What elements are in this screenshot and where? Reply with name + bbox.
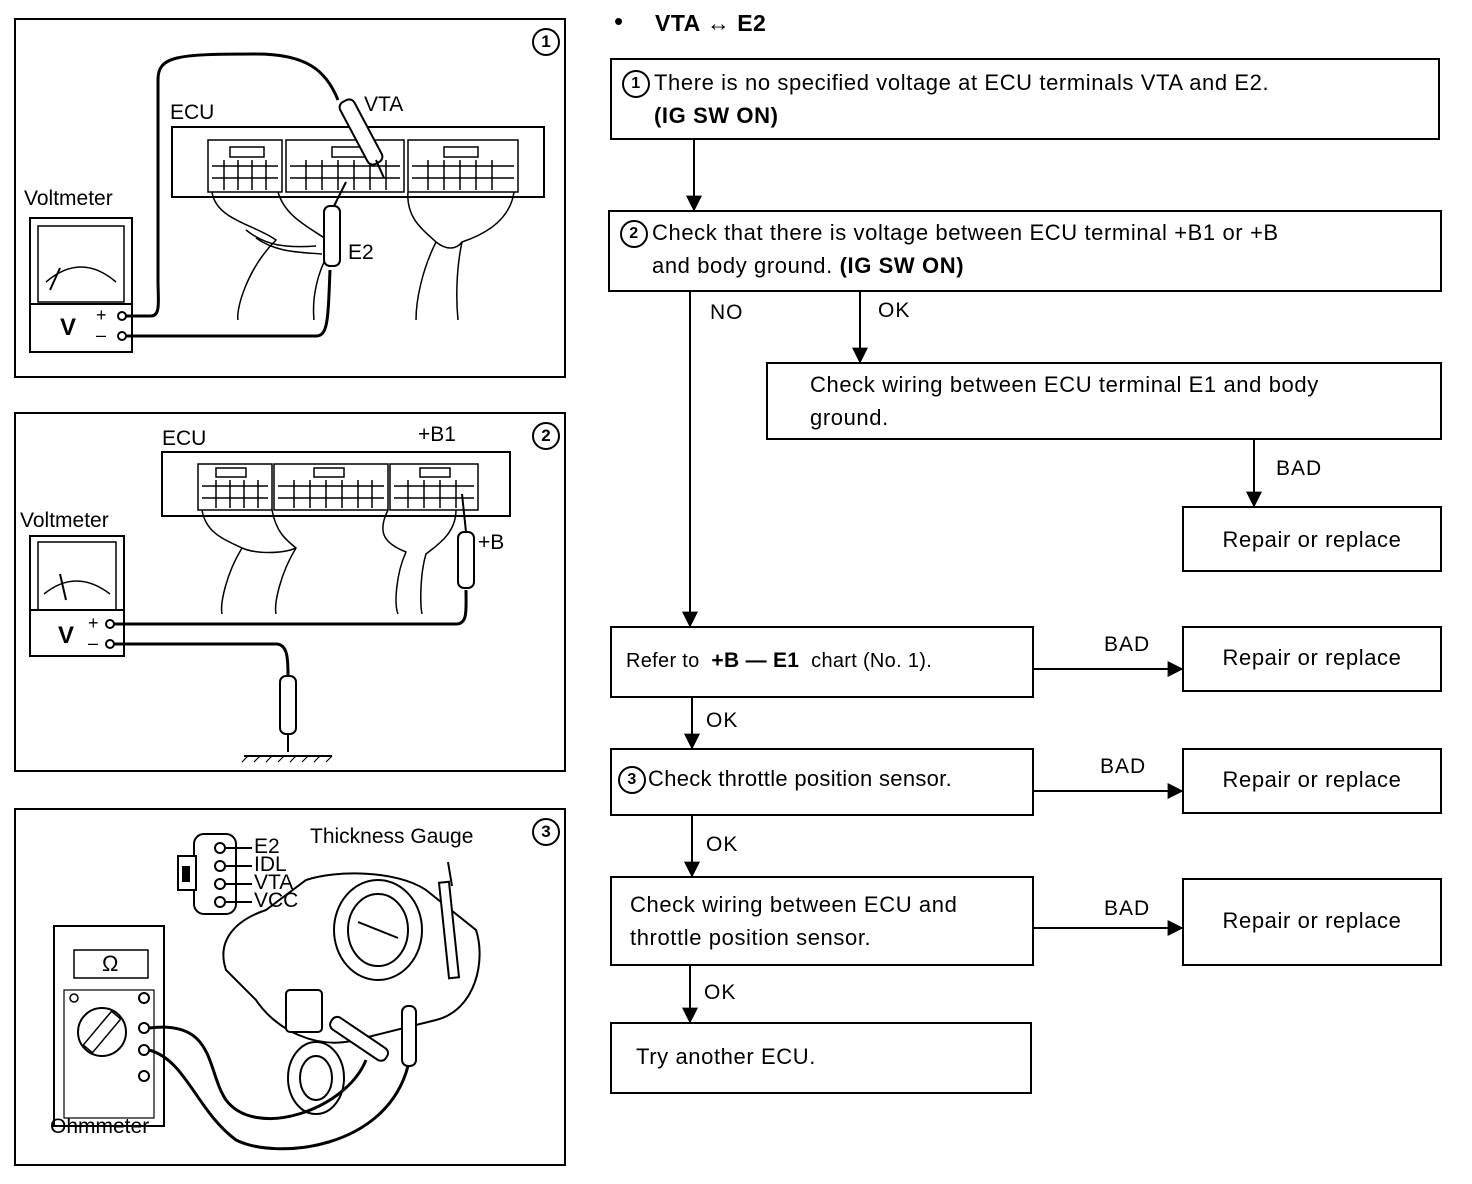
panel-throttle-sensor-ohmmeter: 3 E2 IDL VTA VCC Thickness Gauge Ω Ohmme… — [14, 808, 566, 1166]
step-2-condition: (IG SW ON) — [839, 253, 965, 278]
voltmeter-plus-terminal-label: + — [96, 305, 107, 325]
thickness-gauge-label: Thickness Gauge — [310, 825, 474, 848]
throttle-sensor-illustration — [53, 833, 481, 1151]
step-1-text: There is no specified voltage at ECU ter… — [654, 70, 1270, 95]
repair-text: Repair or replace — [1222, 527, 1402, 552]
no-label: NO — [710, 301, 744, 324]
bad-label-4: BAD — [1104, 897, 1151, 920]
check-wiring-tps-text: Check wiring between ECU and — [630, 892, 958, 917]
idl-pin-label: IDL — [254, 853, 287, 876]
repair-box-3: Repair or replace — [1182, 748, 1442, 814]
refer-prefix: Refer to — [626, 650, 700, 672]
page-title: VTA ↔ E2 — [655, 10, 767, 36]
repair-text: Repair or replace — [1222, 908, 1402, 933]
panel-1-number-badge: 1 — [532, 28, 560, 56]
ok-label-1: OK — [878, 299, 911, 322]
ohmmeter-omega-label: Ω — [102, 951, 119, 976]
ohmmeter-label: Ohmmeter — [50, 1115, 150, 1138]
voltmeter-label: Voltmeter — [24, 187, 113, 210]
panel-b1-voltage: 2 ECU +B1 +B Voltmeter V + – — [14, 412, 566, 772]
e2-label: E2 — [348, 241, 374, 264]
check-wiring-tps-box: Check wiring between ECU and throttle po… — [610, 876, 1034, 966]
vcc-pin-label: VCC — [254, 889, 299, 912]
try-another-ecu-text: Try another ECU. — [636, 1044, 816, 1069]
voltmeter-minus-terminal-label: – — [96, 325, 107, 345]
repair-box-1: Repair or replace — [1182, 506, 1442, 572]
step-2-text: Check that there is voltage between ECU … — [652, 220, 1279, 245]
header-bullet: • — [614, 6, 624, 36]
repair-text: Repair or replace — [1222, 767, 1402, 792]
step-1-badge: 1 — [622, 70, 650, 99]
ecu-label: ECU — [162, 427, 207, 450]
vta-pin-label: VTA — [254, 871, 294, 894]
ok-label-4: OK — [704, 981, 737, 1004]
voltmeter-plus-terminal-label: + — [88, 613, 99, 633]
bad-label-2: BAD — [1104, 633, 1151, 656]
voltmeter-minus-terminal-label: – — [88, 633, 99, 653]
repair-box-4: Repair or replace — [1182, 878, 1442, 966]
refer-chart-name: +B — E1 — [711, 649, 800, 672]
step-3-badge: 3 — [618, 766, 646, 795]
bad-label-1: BAD — [1276, 457, 1323, 480]
voltage-wiring-illustration-2 — [29, 451, 511, 763]
step-2-badge: 2 — [620, 220, 648, 249]
panel-2-number-badge: 2 — [532, 422, 560, 450]
panel-vta-e2-voltage: 1 ECU VTA E2 Voltmeter V + – — [14, 18, 566, 378]
repair-box-2: Repair or replace — [1182, 626, 1442, 692]
b1-terminal-label: +B1 — [418, 423, 456, 446]
voltmeter-v-label: V — [60, 314, 77, 341]
step-1-condition: (IG SW ON) — [654, 103, 779, 128]
check-wiring-tps-text-line2: throttle position sensor. — [630, 925, 872, 950]
check-wiring-e1-box: Check wiring between ECU terminal E1 and… — [766, 362, 1442, 440]
step-2-text-line2: and body ground. — [652, 253, 833, 278]
step-3-text: Check throttle position sensor. — [648, 766, 953, 791]
voltmeter-v-label: V — [58, 622, 75, 649]
e2-pin-label: E2 — [254, 835, 280, 858]
ok-label-2: OK — [706, 709, 739, 732]
repair-text: Repair or replace — [1222, 645, 1402, 670]
ok-label-3: OK — [706, 833, 739, 856]
refer-suffix: chart (No. 1). — [811, 650, 933, 672]
check-wiring-e1-text-line2: ground. — [810, 405, 889, 430]
panel-3-number-badge: 3 — [532, 818, 560, 846]
vta-label: VTA — [364, 93, 404, 116]
voltmeter-label: Voltmeter — [20, 509, 109, 532]
b-terminal-label: +B — [478, 531, 505, 554]
ecu-label: ECU — [170, 101, 215, 124]
bad-label-3: BAD — [1100, 755, 1147, 778]
check-wiring-e1-text: Check wiring between ECU terminal E1 and… — [810, 372, 1319, 397]
refer-chart-box: Refer to +B — E1 chart (No. 1). — [610, 626, 1034, 698]
voltage-wiring-illustration-1 — [29, 52, 545, 353]
try-another-ecu-box: Try another ECU. — [610, 1022, 1032, 1094]
